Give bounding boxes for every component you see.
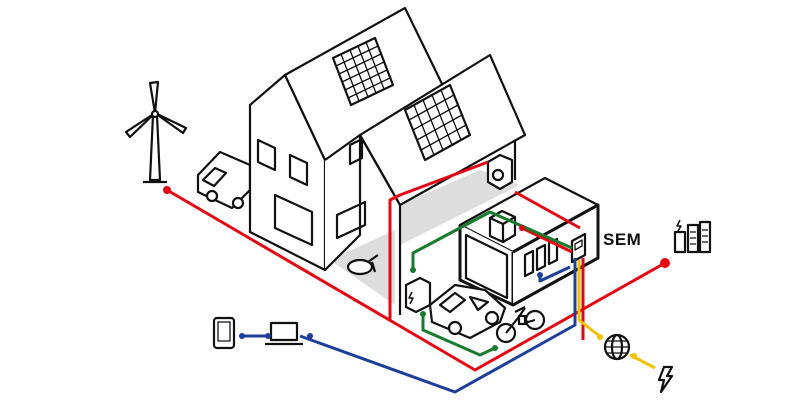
globe-icon — [603, 333, 631, 361]
battery-bank-icon — [673, 219, 712, 254]
sem-label: SEM — [603, 230, 642, 249]
e-bike-icon — [495, 306, 546, 344]
wallbox-charger-icon — [404, 276, 432, 314]
smart-energy-manager-icon — [570, 232, 587, 264]
control-line — [421, 312, 496, 357]
battery-storage-icon — [488, 209, 517, 244]
laptop-icon — [265, 321, 303, 346]
house-main — [248, 6, 447, 272]
power-line — [521, 226, 573, 254]
power-line — [166, 188, 666, 372]
control-line — [411, 210, 573, 270]
lightning-icon — [657, 365, 674, 394]
solar-panel-icon — [403, 83, 472, 162]
solar-panel-icon — [331, 36, 395, 107]
washing-machine-icon — [486, 153, 514, 191]
data-line — [242, 258, 577, 394]
tablet-icon — [212, 316, 236, 350]
connection-dots — [163, 186, 670, 359]
electric-car-icon — [428, 283, 507, 340]
camper-van-icon — [196, 150, 252, 210]
power-line — [514, 190, 581, 230]
wind-turbine-icon — [124, 80, 188, 184]
power-line — [388, 160, 489, 320]
vacuum-robot-icon — [346, 254, 379, 276]
